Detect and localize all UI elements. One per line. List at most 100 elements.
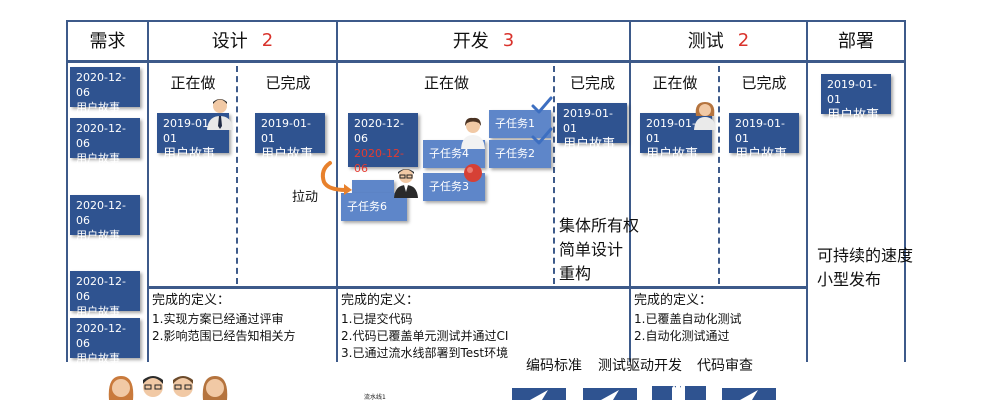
- definition-item: 2.影响范围已经告知相关方: [152, 329, 296, 343]
- wip-limit: 3: [502, 29, 515, 51]
- header-bottom-line: [66, 60, 906, 63]
- check-icon: [531, 127, 553, 145]
- sub-divider: [236, 66, 238, 284]
- definition-item: 2.自动化测试通过: [634, 329, 730, 343]
- design-definition: 完成的定义： 1.实现方案已经通过评审 2.影响范围已经告知相关方: [152, 291, 332, 345]
- definition-title: 完成的定义：: [634, 293, 713, 308]
- subheader-dev-doing: 正在做: [423, 74, 469, 92]
- blocker-dot-icon: [464, 164, 482, 182]
- col-divider: [147, 20, 149, 362]
- card-date: 2019-01-01: [735, 117, 785, 145]
- card-label: 子任务6: [347, 200, 387, 213]
- note-line: 简单设计: [559, 240, 624, 259]
- paper-plane-icon: [722, 388, 776, 400]
- subheader-dev-done: 已完成: [569, 74, 615, 92]
- card-date: 2019-01-01: [163, 117, 213, 145]
- subtask-card[interactable]: 子任务2: [489, 140, 551, 168]
- person-icon: [694, 102, 716, 130]
- card-date: 2020-12-06: [76, 199, 126, 227]
- wip-limit: 2: [261, 29, 274, 51]
- practice-label: 测试驱动开发: [598, 358, 682, 374]
- card-label: 用户故事: [563, 137, 616, 152]
- card-label: 用户故事: [646, 147, 699, 162]
- practice-label: 代码审查: [697, 358, 753, 374]
- test-definition: 完成的定义： 1.已覆盖自动化测试 2.自动化测试通过: [634, 291, 804, 345]
- note-line: 重构: [559, 264, 592, 283]
- check-icon: [531, 96, 553, 114]
- card-label: 用户故事: [76, 305, 120, 318]
- card-label: 用户故事: [76, 101, 120, 114]
- team-avatars-icon: [108, 376, 228, 400]
- card-label: 子任务1: [495, 117, 535, 130]
- practice-label: 编码标准: [526, 358, 582, 374]
- card-label: 用户故事: [261, 147, 314, 162]
- header-label: 需求: [89, 31, 126, 52]
- paper-plane-icon: [512, 388, 566, 400]
- test-done-card[interactable]: 2019-01-01 用户故事: [729, 113, 799, 162]
- header-deploy: 部署: [808, 22, 904, 58]
- header-label: 设计: [211, 31, 248, 52]
- header-test: 测试 2: [631, 22, 806, 58]
- definition-item: 3.已通过流水线部署到Test环境: [341, 346, 509, 360]
- card-date: 2020-12-06: [76, 71, 126, 99]
- definition-item: 1.已覆盖自动化测试: [634, 312, 742, 326]
- col-divider: [806, 20, 808, 362]
- note-line: 小型发布: [817, 270, 882, 289]
- definition-title: 完成的定义：: [341, 293, 420, 308]
- card-date: 2019-01-01: [261, 117, 311, 145]
- header-label: 部署: [838, 31, 874, 52]
- definition-item: 1.实现方案已经通过评审: [152, 312, 284, 326]
- deploy-note: 可持续的速度 小型发布: [817, 244, 913, 292]
- dev-story-card[interactable]: 2020-12-06 2020-12-06 用户故事: [348, 113, 418, 192]
- card-label: 用户故事: [76, 352, 120, 365]
- subheader-test-doing: 正在做: [652, 74, 698, 92]
- test-doing-card[interactable]: 2019-01-01 用户故事: [640, 113, 712, 162]
- hand-icon: [652, 380, 706, 400]
- card-label: 用户故事: [735, 147, 788, 162]
- sub-divider: [718, 66, 720, 284]
- header-design: 设计 2: [149, 22, 336, 58]
- subtask-card[interactable]: 子任务1: [489, 110, 551, 138]
- dev-definition: 完成的定义： 1.已提交代码 2.代码已覆盖单元测试并通过CI 3.已通过流水线…: [341, 291, 626, 362]
- design-done-card[interactable]: 2019-01-01 用户故事: [255, 113, 325, 162]
- paper-plane-icon: [583, 388, 637, 400]
- person-icon: [461, 117, 485, 149]
- card-label: 子任务2: [495, 147, 535, 160]
- card-date: 2020-12-06: [354, 117, 404, 145]
- subheader-test-done: 已完成: [741, 74, 787, 92]
- header-top-line: [66, 20, 906, 22]
- col-divider: [904, 20, 906, 362]
- definition-line: [147, 286, 806, 289]
- col-divider: [66, 20, 68, 362]
- header-label: 开发: [452, 31, 489, 52]
- backlog-card[interactable]: 2020-12-06 用户故事: [70, 67, 140, 114]
- subheader-design-done: 已完成: [265, 74, 311, 92]
- card-date-red: 2020-12-06: [354, 147, 404, 175]
- subheader-design-doing: 正在做: [170, 74, 216, 92]
- person-icon: [394, 169, 418, 198]
- card-date: 2020-12-06: [76, 122, 126, 150]
- card-label: 子任务4: [429, 147, 469, 160]
- drag-label: 拉动: [292, 190, 319, 205]
- sub-divider: [553, 66, 555, 284]
- person-icon: [207, 99, 233, 130]
- card-date: 2019-01-01: [646, 117, 696, 145]
- col-divider: [629, 20, 631, 362]
- definition-title: 完成的定义：: [152, 293, 231, 308]
- card-label: 用户故事: [163, 147, 216, 162]
- header-label: 测试: [687, 31, 724, 52]
- card-label: 子任务3: [429, 180, 469, 193]
- header-dev: 开发 3: [338, 22, 629, 58]
- wip-limit: 2: [737, 29, 750, 51]
- subtask-card[interactable]: 子任务3: [423, 173, 485, 201]
- note-line: 集体所有权: [559, 216, 640, 235]
- definition-item: 1.已提交代码: [341, 312, 413, 326]
- header-requirements: 需求: [68, 22, 147, 58]
- dev-practices-note: 集体所有权 简单设计 重构: [559, 214, 639, 286]
